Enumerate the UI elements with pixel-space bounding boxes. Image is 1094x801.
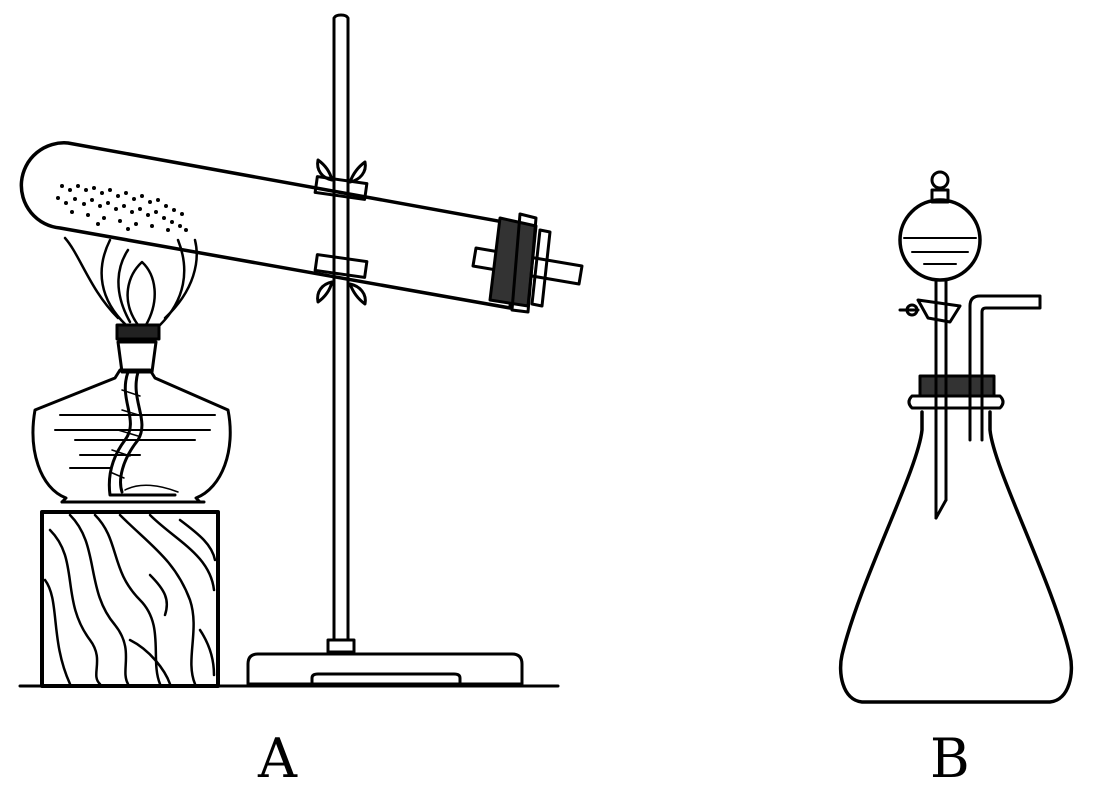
separatory-funnel [898, 170, 982, 520]
conical-flask [838, 410, 1074, 704]
iron-stand [246, 13, 524, 686]
solid-powder [56, 184, 188, 232]
apparatus-b [838, 170, 1074, 704]
rubber-stopper [471, 212, 584, 314]
test-tube [19, 141, 522, 310]
two-hole-stopper [907, 374, 1005, 410]
label-apparatus-a: A [258, 727, 297, 790]
label-apparatus-b: B [930, 727, 970, 790]
apparatus-a [18, 13, 584, 688]
alcohol-lamp [31, 323, 232, 504]
flame [63, 236, 198, 327]
delivery-tube [968, 294, 1042, 442]
wooden-block [40, 510, 220, 688]
